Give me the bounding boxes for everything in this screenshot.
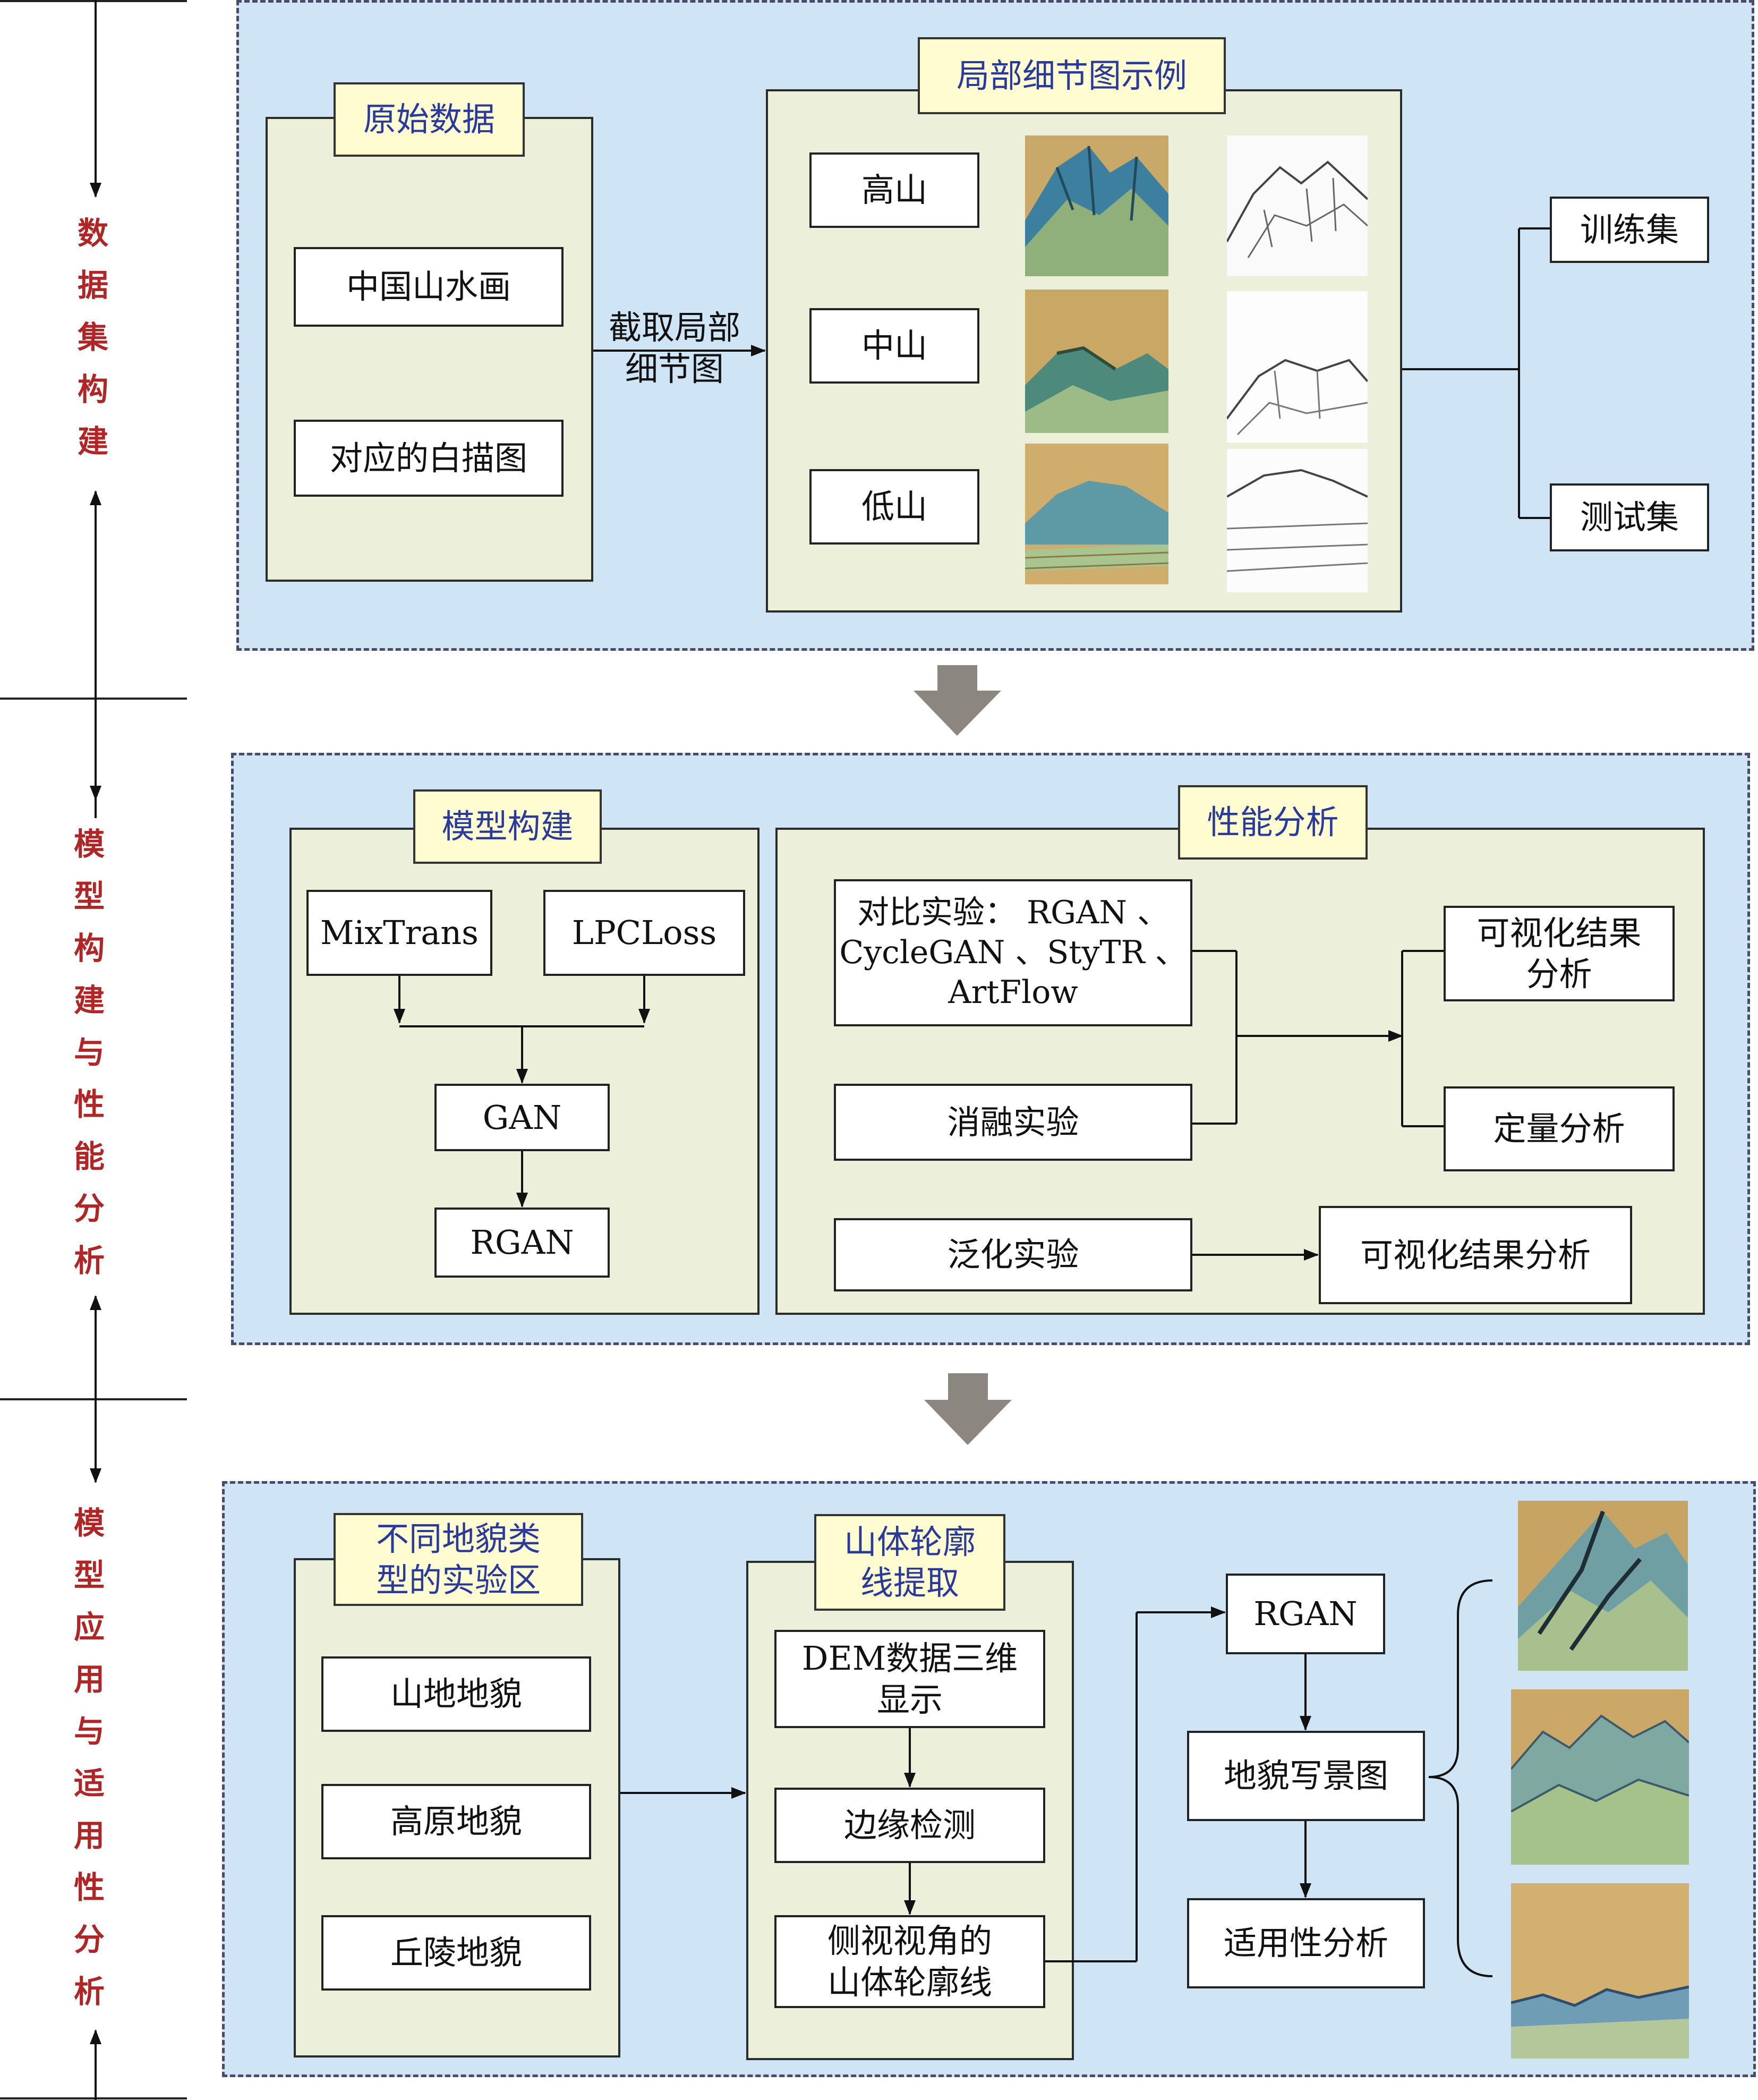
- down-arrow-1: [914, 665, 1001, 736]
- sketch-middle-mountain: [1227, 291, 1368, 443]
- painting-middle-mountain: [1025, 290, 1168, 433]
- divider-2: [0, 1398, 187, 1400]
- terrain-title: 不同地貌类 型的实验区: [334, 1513, 583, 1606]
- raw-item-line-drawing: 对应的白描图: [294, 420, 564, 497]
- edge-detection-box: 边缘检测: [774, 1788, 1045, 1863]
- rgan-box: RGAN: [434, 1208, 610, 1278]
- terrain-mountain-box: 山地地貌: [321, 1656, 591, 1732]
- stage-label-dataset: 数 据 集 构 建: [77, 215, 108, 460]
- training-set-box: 训练集: [1550, 197, 1709, 263]
- side-view-contour-box: 侧视视角的 山体轮廓线: [774, 1915, 1045, 2008]
- test-set-box: 测试集: [1550, 483, 1709, 551]
- output-painting-2: [1511, 1689, 1689, 1865]
- generalization-experiment-box: 泛化实验: [834, 1218, 1192, 1291]
- sketch-low-mountain: [1227, 449, 1368, 592]
- detail-row-low-mountain: 低山: [809, 469, 979, 545]
- applicability-analysis-box: 适用性分析: [1187, 1898, 1425, 1988]
- crop-label: 截取局部 细节图: [608, 308, 740, 388]
- visual-analysis-box: 可视化结果 分析: [1444, 906, 1675, 1001]
- output-painting-1: [1518, 1501, 1688, 1671]
- performance-title: 性能分析: [1178, 785, 1368, 860]
- dem-display-box: DEM数据三维 显示: [774, 1630, 1045, 1728]
- ablation-experiment-box: 消融实验: [834, 1084, 1192, 1161]
- raw-data-group: [266, 117, 593, 582]
- detail-row-middle-mountain: 中山: [809, 308, 979, 384]
- stage-label-model: 模 型 构 建 与 性 能 分 析: [73, 826, 105, 1279]
- contour-title: 山体轮廓 线提取: [814, 1514, 1005, 1611]
- raw-data-title: 原始数据: [334, 82, 525, 157]
- gan-box: GAN: [434, 1084, 610, 1151]
- detail-example-title: 局部细节图示例: [918, 37, 1226, 114]
- quantitative-analysis-box: 定量分析: [1444, 1086, 1675, 1171]
- divider-1: [0, 698, 187, 700]
- painting-high-mountain: [1025, 135, 1168, 276]
- stage-label-application: 模 型 应 用 与 适 用 性 分 析: [73, 1505, 105, 2010]
- model-build-title: 模型构建: [413, 789, 602, 864]
- visual-analysis-box-2: 可视化结果分析: [1319, 1206, 1632, 1304]
- terrain-hill-box: 丘陵地貌: [321, 1915, 591, 1991]
- raw-item-chinese-landscape: 中国山水画: [294, 247, 564, 327]
- terrain-plateau-box: 高原地貌: [321, 1784, 591, 1859]
- painting-low-mountain: [1025, 444, 1168, 584]
- landscape-map-box: 地貌写景图: [1187, 1731, 1425, 1821]
- output-painting-3: [1511, 1883, 1689, 2059]
- mixtrans-box: MixTrans: [306, 890, 492, 976]
- detail-row-high-mountain: 高山: [809, 152, 979, 228]
- down-arrow-2: [924, 1373, 1012, 1445]
- sketch-high-mountain: [1227, 135, 1368, 276]
- contrast-experiment-box: 对比实验： RGAN 、 CycleGAN 、StyTR 、 ArtFlow: [834, 879, 1192, 1026]
- rgan-apply-box: RGAN: [1226, 1574, 1385, 1654]
- lpcloss-box: LPCLoss: [543, 890, 745, 976]
- divider-3: [0, 2097, 187, 2099]
- divider-top: [0, 0, 187, 2]
